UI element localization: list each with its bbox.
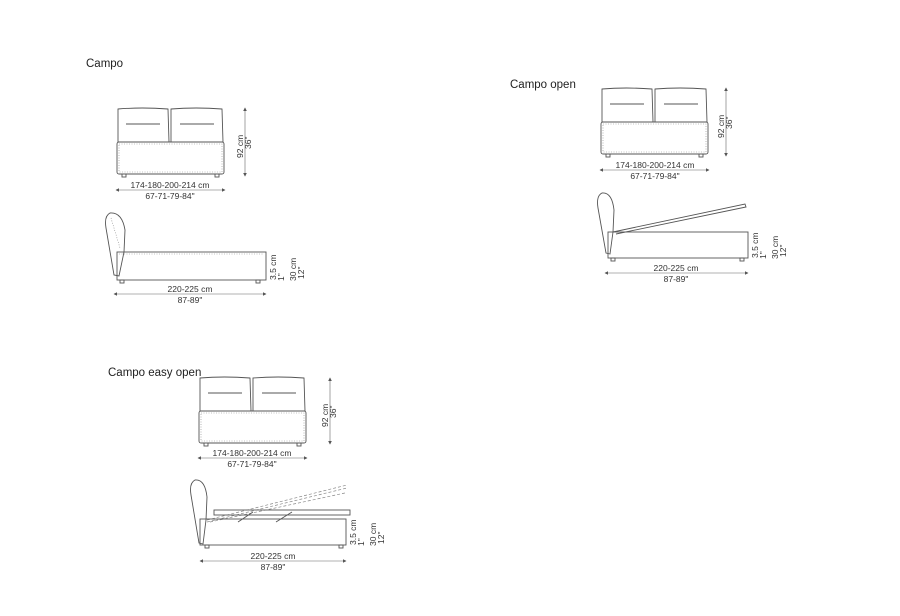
width-in: 67-71-79-84" — [227, 459, 276, 469]
base-height-in: 12" — [296, 267, 306, 279]
base-height-cm: 30 cm — [770, 236, 780, 259]
leg-height-in: 1" — [356, 538, 366, 546]
leg-height-cm: 3.5 cm — [348, 519, 358, 545]
front-view: 92 cm 36" 174-180-200-214 cm 67-71-79-84… — [599, 87, 734, 181]
height-in: 36" — [243, 137, 253, 149]
height-in: 36" — [328, 406, 338, 418]
leg-height-cm: 3.5 cm — [750, 232, 760, 258]
height-in: 36" — [724, 117, 734, 129]
base-height-cm: 30 cm — [368, 523, 378, 546]
side-view: 3.5 cm 1" 30 cm 12" 220-225 cm 87-89" — [105, 212, 306, 305]
base-height-in: 12" — [778, 245, 788, 257]
height-cm: 92 cm — [716, 115, 726, 138]
section-title: Campo easy open — [108, 367, 201, 379]
front-view: 92 cm 36" 174-180-200-214 cm 67-71-79-84… — [115, 107, 253, 201]
side-view: 3.5 cm 1" 30 cm 12" 220-225 cm 87-89" — [190, 479, 386, 572]
base-height-in: 12" — [376, 532, 386, 544]
section-campo: Campo 92 cm 36" 174-180-200-214 cm 67-71… — [86, 58, 306, 305]
length-cm: 220-225 cm — [168, 284, 213, 294]
section-title: Campo open — [510, 79, 576, 91]
length-in: 87-89" — [178, 295, 203, 305]
leg-height-cm: 3.5 cm — [268, 254, 278, 280]
width-cm: 174-180-200-214 cm — [616, 160, 695, 170]
front-view: 92 cm 36" 174-180-200-214 cm 67-71-79-84… — [197, 377, 338, 469]
length-in: 87-89" — [261, 562, 286, 572]
height-cm: 92 cm — [320, 404, 330, 427]
length-in: 87-89" — [664, 274, 689, 284]
base-height-cm: 30 cm — [288, 258, 298, 281]
width-in: 67-71-79-84" — [145, 191, 194, 201]
height-cm: 92 cm — [235, 135, 245, 158]
width-cm: 174-180-200-214 cm — [213, 448, 292, 458]
section-campo-open: Campo open 92 cm 36" 174-180-200-214 cm … — [510, 79, 788, 284]
section-campo-easy-open: Campo easy open 92 cm 36" 174-180-200-21… — [108, 367, 386, 572]
side-view: 3.5 cm 1" 30 cm 12" 220-225 cm 87-89" — [597, 192, 788, 284]
leg-height-in: 1" — [758, 251, 768, 259]
section-title: Campo — [86, 58, 123, 70]
length-cm: 220-225 cm — [251, 551, 296, 561]
length-cm: 220-225 cm — [654, 263, 699, 273]
width-cm: 174-180-200-214 cm — [131, 180, 210, 190]
width-in: 67-71-79-84" — [630, 171, 679, 181]
leg-height-in: 1" — [276, 273, 286, 281]
